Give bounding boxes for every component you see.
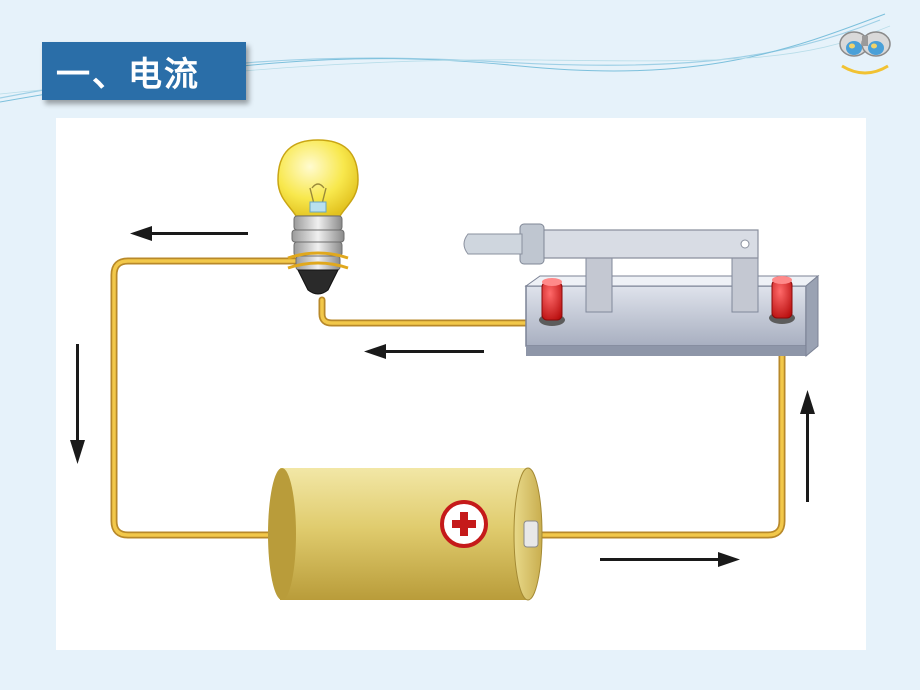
slide-title-box: 一、电流 xyxy=(42,42,246,100)
battery xyxy=(268,467,543,601)
arrow-bottom-right xyxy=(600,552,740,567)
current-arrows xyxy=(70,226,815,567)
switch-terminal-right xyxy=(769,276,795,324)
circuit-wires xyxy=(110,257,786,539)
circuit-diagram-panel xyxy=(56,118,866,650)
arrow-left-down xyxy=(70,344,85,464)
wire-bulb-to-switch xyxy=(318,296,552,327)
battery-plus-symbol xyxy=(440,500,488,548)
circuit-diagram xyxy=(70,139,820,601)
knife-switch xyxy=(463,223,820,358)
arrow-right-up xyxy=(800,390,815,502)
light-bulb xyxy=(277,139,359,295)
switch-terminal-left xyxy=(539,278,565,326)
arrow-top-left xyxy=(130,226,248,241)
slide-title: 一、电流 xyxy=(56,54,200,95)
arrow-mid xyxy=(364,344,484,359)
binoculars-icon xyxy=(839,31,891,75)
